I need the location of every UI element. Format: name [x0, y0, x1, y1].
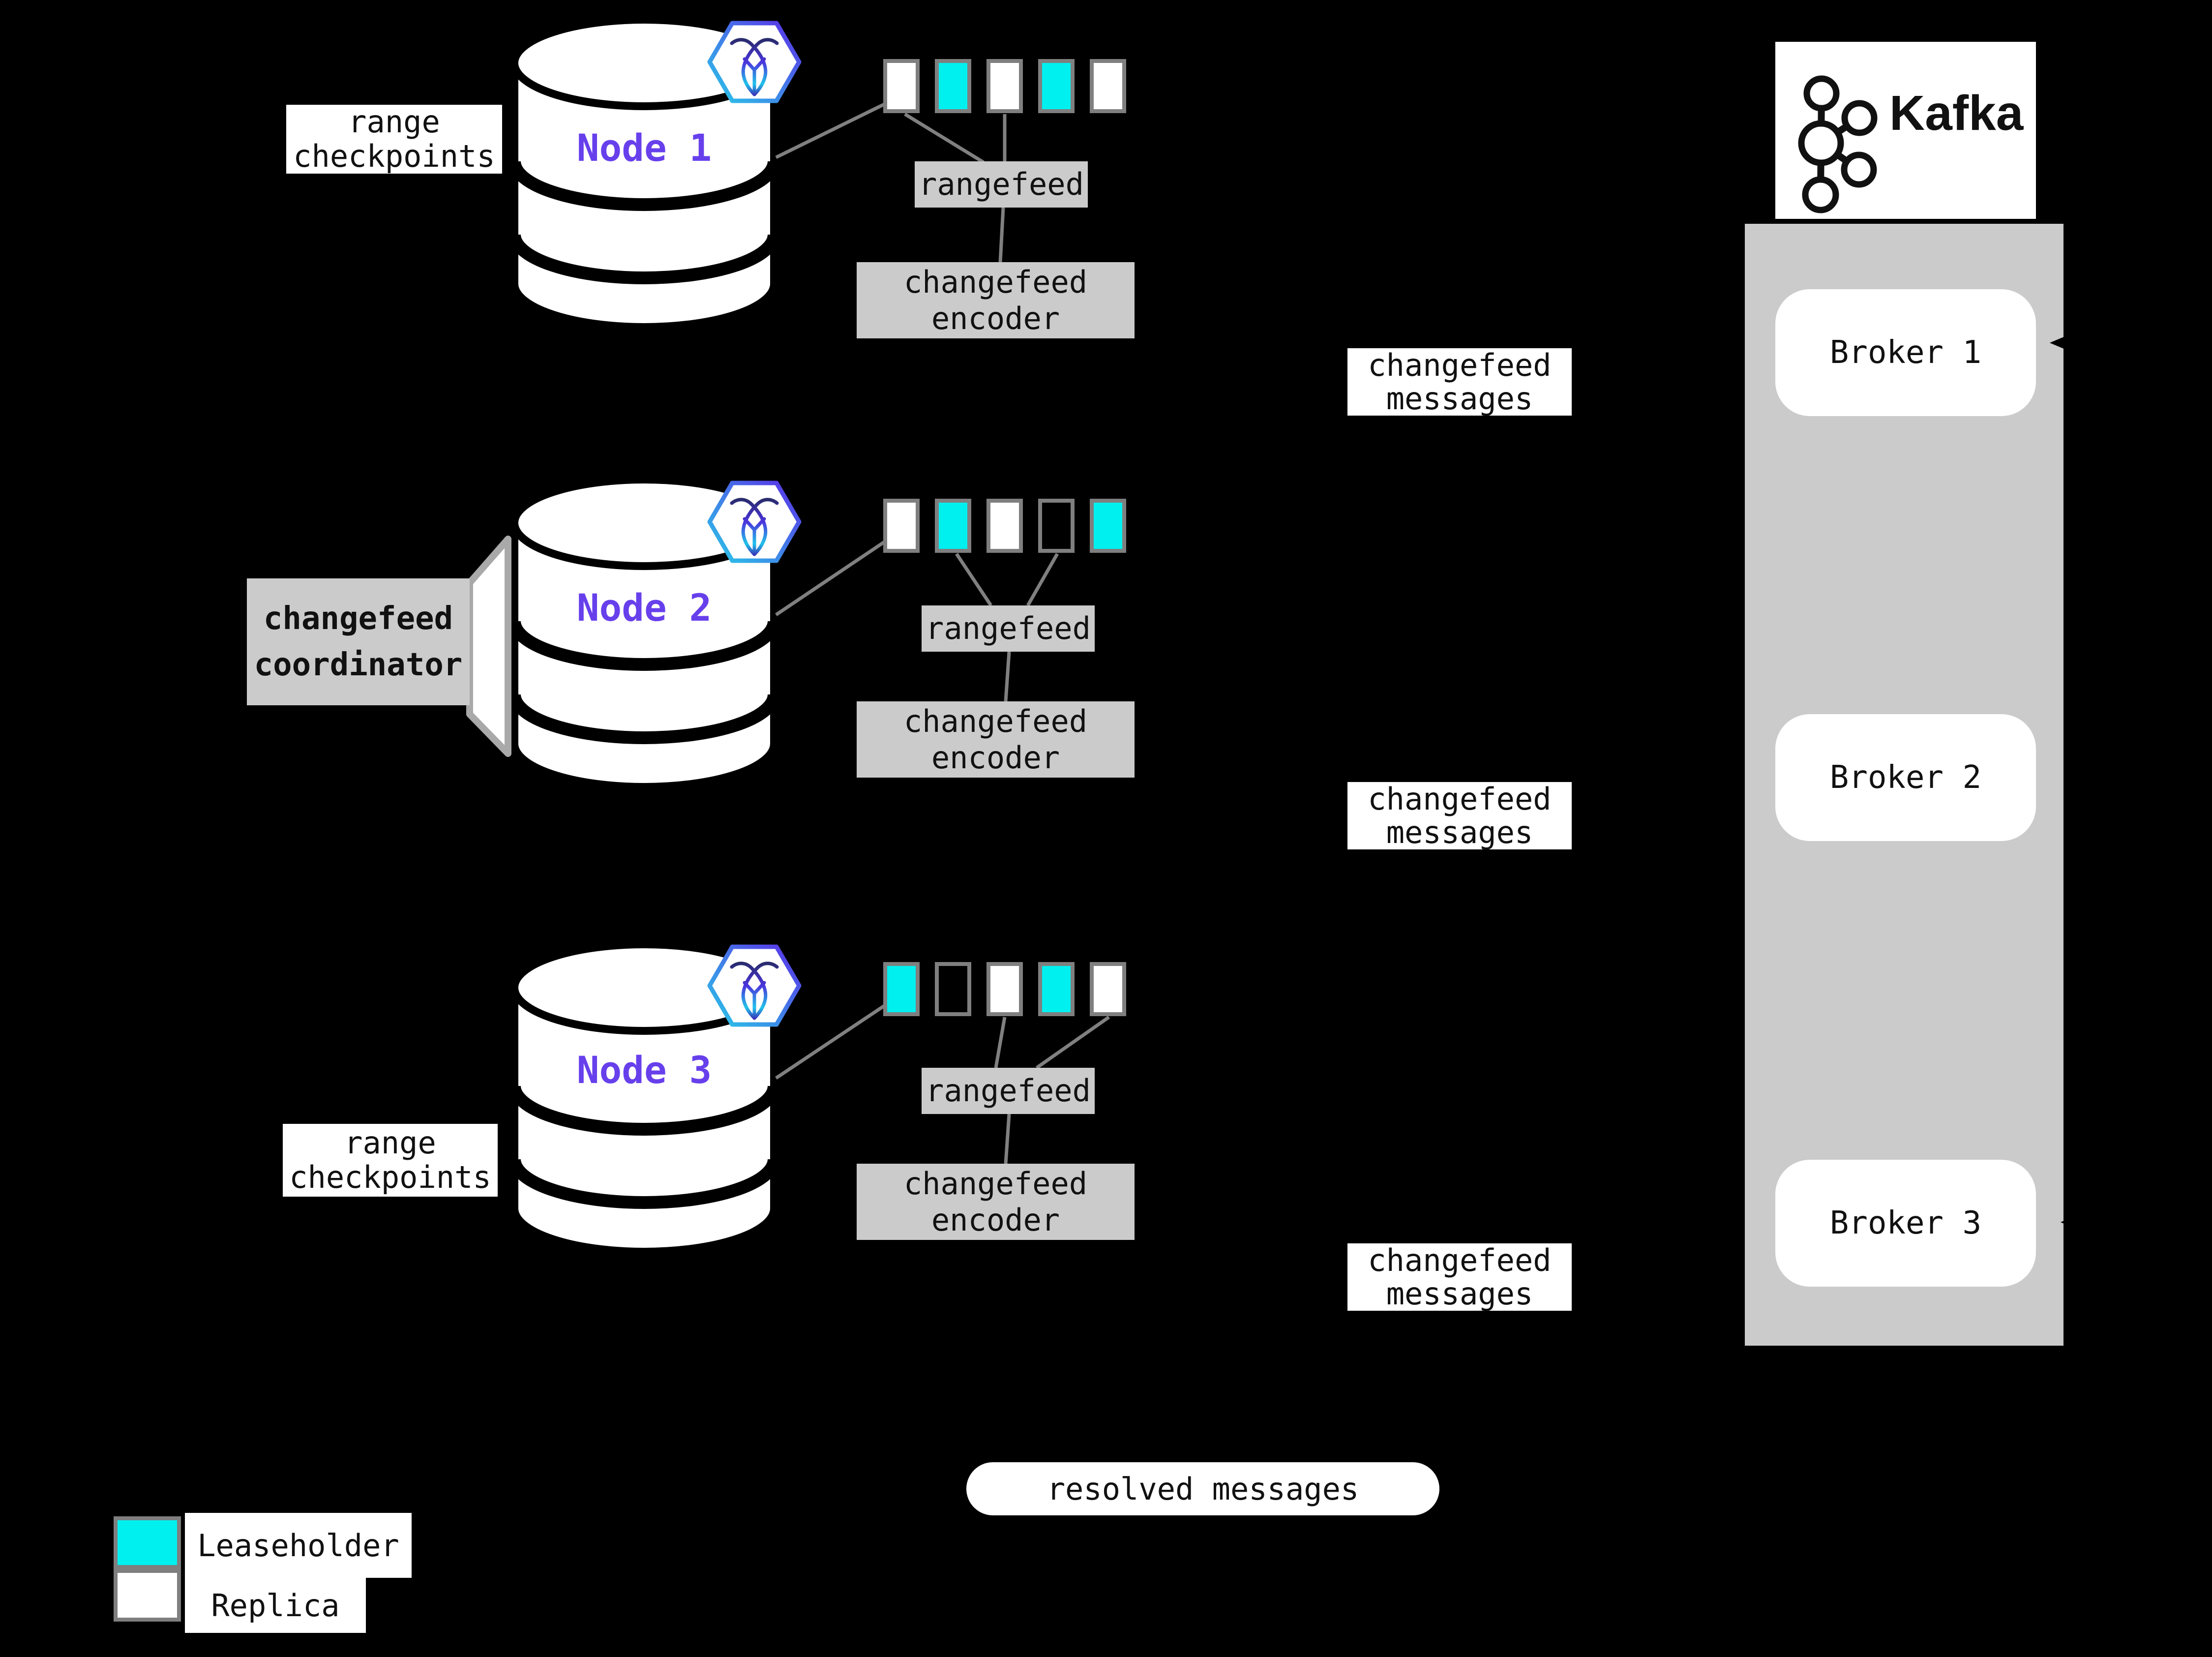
node3-label: Node 3 — [576, 1048, 712, 1092]
changefeed-messages-label-2: changefeed messages — [1347, 782, 1572, 849]
changefeed-messages-label-1: changefeed messages — [1347, 348, 1572, 416]
replica-square — [986, 499, 1023, 553]
node2-replica-row — [883, 499, 1126, 553]
node1-rangefeed-box: rangefeed — [915, 161, 1088, 208]
node1-replica-row — [883, 59, 1126, 113]
node3-rangefeed-box: rangefeed — [922, 1068, 1095, 1114]
replica-square — [986, 59, 1023, 113]
leaseholder-square — [935, 59, 971, 113]
replica-square — [883, 59, 920, 113]
node3-replica-row — [883, 962, 1126, 1016]
legend-leaseholder-swatch — [114, 1516, 181, 1569]
node3-changefeed-encoder-box: changefeed encoder — [857, 1164, 1135, 1240]
leaseholder-square — [1038, 59, 1075, 113]
coordinator-flap — [466, 536, 511, 757]
range-checkpoints-label: range checkpoints — [286, 105, 502, 174]
legend-replica-swatch — [114, 1569, 181, 1622]
changefeed-messages-label-3: changefeed messages — [1347, 1243, 1572, 1311]
range-checkpoints-label-2: range checkpoints — [283, 1124, 498, 1197]
leaseholder-square — [1038, 962, 1075, 1016]
node2-label: Node 2 — [576, 585, 712, 630]
resolved-messages-label: resolved messages — [966, 1462, 1439, 1515]
replica-square — [883, 499, 920, 553]
replica-square — [1090, 962, 1126, 1016]
node1-label: Node 1 — [576, 125, 712, 170]
leaseholder-square — [1090, 499, 1126, 553]
kafka-broker-3: Broker 3 — [1775, 1160, 2036, 1287]
node1-changefeed-encoder-box: changefeed encoder — [857, 262, 1135, 338]
kafka-logo-icon — [1798, 75, 1878, 213]
empty-replica-square — [935, 962, 971, 1016]
kafka-broker-1: Broker 1 — [1775, 289, 2036, 416]
replica-square — [1090, 59, 1126, 113]
node2-changefeed-encoder-box: changefeed encoder — [857, 701, 1135, 778]
legend-replica-label: Replica — [185, 1578, 366, 1633]
node1-database-cylinder — [508, 16, 780, 331]
arrowhead-broker1 — [2050, 332, 2074, 353]
changefeed-coordinator-box: changefeed coordinator — [247, 578, 470, 705]
node3-database-cylinder — [508, 940, 780, 1256]
empty-replica-square — [1038, 499, 1075, 553]
kafka-logo-box: Kafka — [1775, 42, 2036, 219]
replica-square — [986, 962, 1023, 1016]
leaseholder-square — [935, 499, 971, 553]
kafka-broker-2: Broker 2 — [1775, 714, 2036, 841]
cockroachdb-icon — [710, 947, 799, 1024]
node2-rangefeed-box: rangefeed — [922, 605, 1095, 652]
arrowhead-broker3 — [2061, 1212, 2085, 1233]
connector-lines — [775, 102, 1110, 1164]
leaseholder-square — [883, 962, 920, 1016]
cockroachdb-icon — [710, 23, 799, 101]
kafka-logo-text: Kafka — [1889, 86, 2024, 141]
cockroachdb-icon — [710, 483, 799, 561]
legend-leaseholder-label: Leaseholder — [185, 1513, 412, 1578]
